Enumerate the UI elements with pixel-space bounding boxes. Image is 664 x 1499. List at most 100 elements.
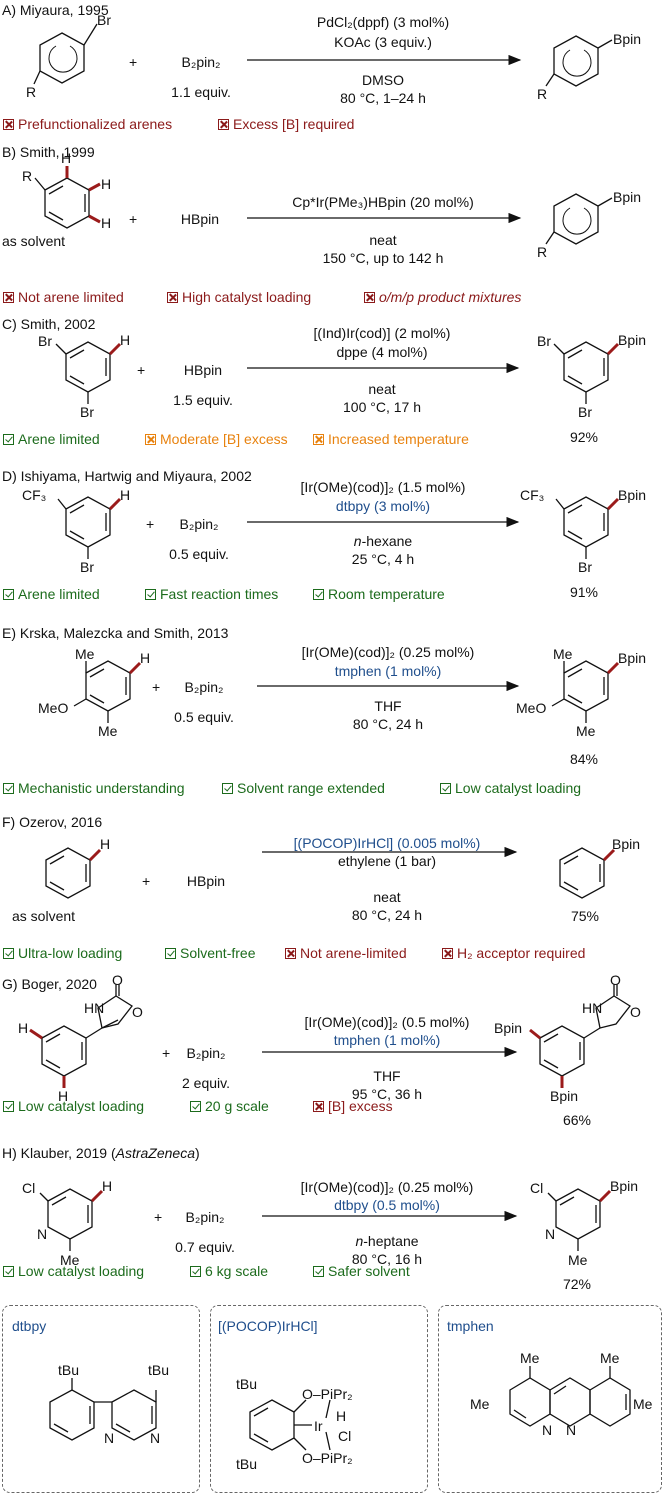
atom-h-me: Me xyxy=(60,1252,80,1268)
atom-f-bpin: Bpin xyxy=(612,836,641,852)
plus-b: + xyxy=(129,211,138,227)
cross-icon xyxy=(313,434,324,445)
dtbpy-structure xyxy=(49,1378,157,1441)
check-icon xyxy=(145,589,156,600)
atom-e-meo: MeO xyxy=(38,700,69,716)
section-d-header: D) Ishiyama, Hartwig and Miyaura, 2002 xyxy=(2,468,252,484)
atom-a-r2: R xyxy=(537,86,548,102)
pocop-structure xyxy=(249,1399,331,1451)
cond-b-3: 150 °C, up to 142 h xyxy=(322,250,444,266)
check-icon xyxy=(190,1101,201,1112)
arene-c-left xyxy=(55,341,122,404)
section-b-header: B) Smith, 1999 xyxy=(2,144,95,160)
section-h-header-main: H) Klauber, 2019 ( xyxy=(2,1145,116,1161)
reagent-b: HBpin xyxy=(180,211,220,227)
atom-c-br2: Br xyxy=(80,404,94,420)
atom-dtbpy-tbu1: tBu xyxy=(58,1362,80,1378)
note-text: Arene limited xyxy=(18,431,100,447)
atom-tmphen-me3: Me xyxy=(470,1396,490,1412)
atom-d-br-r: Br xyxy=(578,559,592,575)
note-text: Mechanistic understanding xyxy=(18,780,185,796)
plus-f: + xyxy=(142,873,151,889)
cross-icon xyxy=(3,292,14,303)
note-c-2: Moderate [B] excess xyxy=(145,431,288,447)
section-a-header: A) Miyaura, 1995 xyxy=(2,2,109,18)
atom-dtbpy-n1: N xyxy=(104,1430,115,1446)
reagent-g: B₂pin₂ xyxy=(186,1045,226,1061)
atom-h-cl-r: Cl xyxy=(530,1180,544,1196)
note-text: 20 g scale xyxy=(205,1098,269,1114)
cond-h-solvent: -heptane xyxy=(363,1233,419,1249)
atom-pocop-tbu2: tBu xyxy=(236,1456,258,1472)
ligand-title-tmphen: tmphen xyxy=(447,1318,494,1334)
cond-b-1: Cp*Ir(PMe₃)HBpin (20 mol%) xyxy=(292,194,474,210)
note-text: Low catalyst loading xyxy=(18,1263,145,1279)
note-d-2: Fast reaction times xyxy=(145,586,278,602)
section-c-header: C) Smith, 2002 xyxy=(2,316,96,332)
cond-e-3: THF xyxy=(374,698,402,714)
atom-pocop-op2: O–PiPr₂ xyxy=(302,1450,353,1466)
note-f-2: Solvent-free xyxy=(165,945,255,961)
note-e-3: Low catalyst loading xyxy=(440,780,581,796)
reagent-c: HBpin xyxy=(183,362,223,378)
cond-f-4: 80 °C, 24 h xyxy=(351,907,423,923)
ligand-title-dtbpy: dtbpy xyxy=(12,1318,47,1334)
cross-icon xyxy=(285,948,296,959)
cond-c-2: dppe (4 mol%) xyxy=(336,344,428,360)
atom-h-h: H xyxy=(102,1178,113,1194)
atom-f-h: H xyxy=(100,836,111,852)
cond-a-2: KOAc (3 equiv.) xyxy=(334,34,432,50)
equiv-g: 2 equiv. xyxy=(182,1075,230,1091)
yield-c: 92% xyxy=(569,429,599,445)
atom-b-h1: H xyxy=(61,150,72,166)
atom-d-cf3-r: CF₃ xyxy=(520,487,545,503)
plus-a: + xyxy=(129,54,138,70)
atom-b-h3: H xyxy=(101,215,112,231)
cond-h-2: dtbpy (0.5 mol%) xyxy=(334,1197,440,1213)
note-e-2: Solvent range extended xyxy=(222,780,385,796)
note-f-4: H₂ acceptor required xyxy=(442,945,585,961)
note-b-2: High catalyst loading xyxy=(167,289,311,305)
arene-a-left xyxy=(33,23,98,85)
atom-g-o2: O xyxy=(132,1004,143,1020)
pyridine-h-left xyxy=(39,1188,104,1251)
arene-b-left xyxy=(34,166,101,229)
equiv-a: 1.1 equiv. xyxy=(171,84,231,100)
cond-g-1: [Ir(OMe)(cod)]₂ (0.5 mol%) xyxy=(304,1014,470,1030)
cond-d-solvent: -hexane xyxy=(361,533,413,549)
note-text: Fast reaction times xyxy=(160,586,279,602)
check-icon xyxy=(3,1101,14,1112)
cond-f-2: ethylene (1 bar) xyxy=(337,853,437,869)
note-f-3: Not arene-limited xyxy=(285,945,407,961)
atom-pocop-tbu1: tBu xyxy=(236,1376,258,1392)
check-icon xyxy=(3,948,14,959)
atom-g-hn: HN xyxy=(84,1000,105,1016)
note-text: Solvent range extended xyxy=(237,780,385,796)
check-icon xyxy=(3,783,14,794)
arene-f-left xyxy=(45,847,102,899)
plus-d: + xyxy=(146,516,155,532)
atom-a-r: R xyxy=(26,84,37,100)
cross-icon xyxy=(442,948,453,959)
arene-b-right xyxy=(545,193,613,245)
atom-e-me3: Me xyxy=(553,646,573,662)
cond-a-3: DMSO xyxy=(362,72,404,88)
atom-dtbpy-n2: N xyxy=(150,1430,161,1446)
plus-h: + xyxy=(154,1209,163,1225)
note-text: Excess [B] required xyxy=(233,116,355,132)
note-text: H₂ acceptor required xyxy=(457,945,586,961)
cross-icon xyxy=(313,1101,324,1112)
cond-h-3: n-heptane xyxy=(355,1233,418,1249)
check-icon xyxy=(313,1266,324,1277)
atom-g-bpin2: Bpin xyxy=(550,1088,579,1104)
atom-tmphen-me4: Me xyxy=(633,1396,653,1412)
as-solvent-b: as solvent xyxy=(2,233,66,249)
atom-e-meo-r: MeO xyxy=(516,700,547,716)
equiv-d: 0.5 equiv. xyxy=(169,546,229,562)
atom-h-me-r: Me xyxy=(568,1252,588,1268)
arene-a-right xyxy=(545,35,613,87)
cond-h-4: 80 °C, 16 h xyxy=(351,1251,423,1267)
arene-d-right xyxy=(555,496,620,559)
atom-h-n-r: N xyxy=(545,1226,556,1242)
